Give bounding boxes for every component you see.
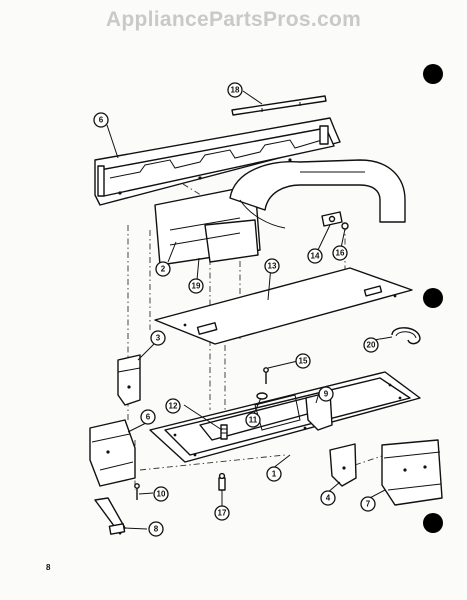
callout-10-label: 10 bbox=[157, 490, 166, 499]
callout-7: 7 bbox=[360, 496, 376, 512]
callout-11: 11 bbox=[245, 412, 261, 428]
part-2-air-duct bbox=[154, 159, 406, 266]
callout-20-label: 20 bbox=[367, 341, 376, 350]
callout-1-label: 1 bbox=[272, 470, 277, 479]
callout-16-label: 16 bbox=[336, 249, 345, 258]
part-6-front-panel bbox=[94, 117, 341, 206]
callout-6-top-label: 6 bbox=[99, 116, 104, 125]
callout-4: 4 bbox=[320, 490, 336, 506]
callout-19: 19 bbox=[188, 278, 204, 294]
callout-10: 10 bbox=[153, 486, 169, 502]
callout-2-label: 2 bbox=[161, 265, 166, 274]
callout-2: 2 bbox=[155, 261, 171, 277]
part-1-base-pan bbox=[149, 371, 421, 463]
part-17-screw bbox=[218, 472, 226, 491]
part-8-lever bbox=[94, 497, 126, 535]
part-20-clip bbox=[391, 327, 421, 345]
callout-17-label: 17 bbox=[218, 509, 227, 518]
part-12-screw bbox=[220, 424, 228, 440]
callout-15: 15 bbox=[295, 353, 311, 369]
callout-19-label: 19 bbox=[192, 282, 201, 291]
callout-9: 9 bbox=[318, 386, 334, 402]
part-18-strip bbox=[231, 95, 327, 116]
callout-20: 20 bbox=[363, 337, 379, 353]
callout-17: 17 bbox=[214, 505, 230, 521]
callout-8: 8 bbox=[148, 521, 164, 537]
callout-15-label: 15 bbox=[299, 357, 308, 366]
part-15-screw bbox=[263, 367, 269, 384]
part-10-screw bbox=[134, 483, 140, 500]
callout-14: 14 bbox=[307, 248, 323, 264]
callout-12-label: 12 bbox=[169, 402, 178, 411]
callout-14-label: 14 bbox=[311, 252, 320, 261]
page-number: 8 bbox=[46, 563, 51, 572]
callout-6-bottom: 6 bbox=[140, 409, 156, 425]
binder-hole-top bbox=[423, 64, 443, 84]
binder-hole-bottom bbox=[423, 513, 443, 533]
callout-6-bottom-label: 6 bbox=[146, 413, 151, 422]
part-4-bracket bbox=[329, 443, 357, 487]
callout-16: 16 bbox=[332, 245, 348, 261]
part-13-base-plate bbox=[154, 267, 413, 345]
callout-1: 1 bbox=[266, 466, 282, 482]
part-14-bracket bbox=[321, 211, 349, 230]
callout-13: 13 bbox=[264, 258, 280, 274]
callout-3-label: 3 bbox=[156, 334, 161, 343]
callout-13-label: 13 bbox=[268, 262, 277, 271]
callout-8-label: 8 bbox=[154, 525, 159, 534]
callout-11-label: 11 bbox=[249, 416, 258, 425]
part-7-rail bbox=[381, 439, 443, 506]
callout-18-label: 18 bbox=[231, 86, 240, 95]
callout-12: 12 bbox=[165, 398, 181, 414]
callout-9-label: 9 bbox=[324, 390, 329, 399]
part-3-bracket bbox=[117, 354, 141, 406]
part-11-nut bbox=[256, 392, 268, 400]
callout-18: 18 bbox=[227, 82, 243, 98]
part-6-rail-bracket bbox=[89, 419, 136, 487]
callout-3: 3 bbox=[150, 330, 166, 346]
callout-4-label: 4 bbox=[326, 494, 331, 503]
binder-hole-middle bbox=[423, 288, 443, 308]
callout-6-top: 6 bbox=[93, 112, 109, 128]
callout-7-label: 7 bbox=[366, 500, 371, 509]
watermark: AppliancePartsPros.com bbox=[105, 8, 362, 31]
